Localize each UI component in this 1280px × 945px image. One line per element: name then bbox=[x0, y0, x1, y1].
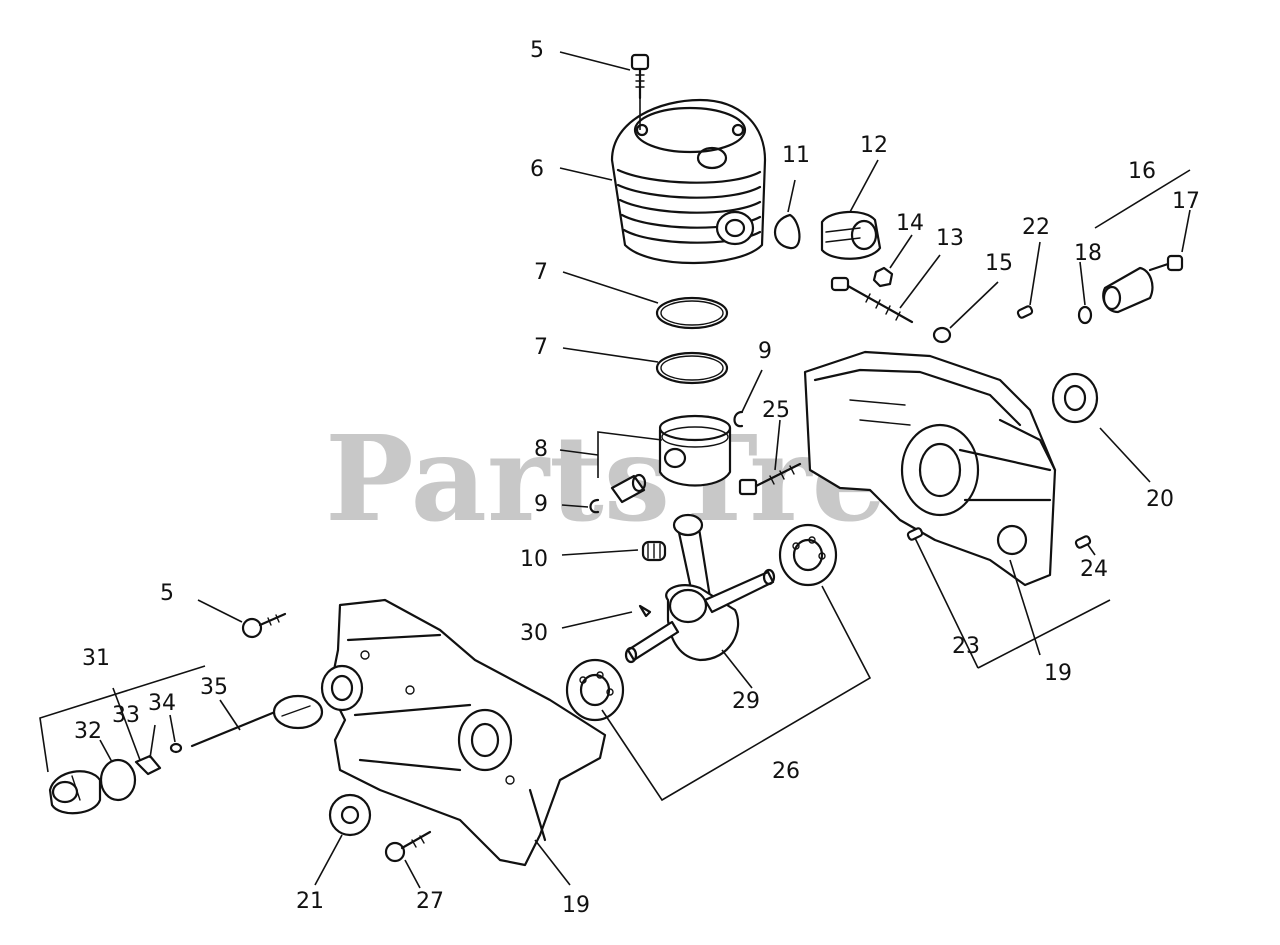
label-21: 21 bbox=[296, 889, 324, 914]
adjust-screw-13 bbox=[830, 276, 914, 324]
label-23: 23 bbox=[952, 634, 980, 659]
label-9b: 9 bbox=[534, 492, 548, 517]
label-16: 16 bbox=[1128, 159, 1156, 184]
oil-seal-20 bbox=[1051, 372, 1099, 424]
label-7a: 7 bbox=[534, 260, 548, 285]
circlip-right bbox=[733, 410, 744, 428]
crankshaft-part bbox=[624, 513, 776, 664]
label-7b: 7 bbox=[534, 335, 548, 360]
label-14: 14 bbox=[896, 211, 924, 236]
intake-manifold-part bbox=[820, 210, 882, 260]
label-11: 11 bbox=[782, 143, 810, 168]
bracket-31 bbox=[39, 665, 206, 773]
part-33 bbox=[134, 754, 162, 776]
bearing-upper bbox=[778, 523, 838, 587]
label-24: 24 bbox=[1080, 557, 1108, 582]
label-18: 18 bbox=[1074, 241, 1102, 266]
needle-bearing bbox=[641, 540, 667, 562]
nut-14 bbox=[872, 266, 894, 288]
label-10: 10 bbox=[520, 547, 548, 572]
bolt-part-25 bbox=[738, 462, 802, 496]
cylinder-part bbox=[610, 98, 767, 265]
crankcase-right bbox=[803, 350, 1057, 587]
part-34 bbox=[169, 742, 183, 754]
oil-cap-31 bbox=[48, 770, 102, 815]
dowel-22 bbox=[1016, 305, 1034, 319]
dowel-23 bbox=[906, 527, 924, 541]
o-ring-32 bbox=[99, 758, 137, 802]
label-22: 22 bbox=[1022, 215, 1050, 240]
circlip-11 bbox=[774, 213, 801, 250]
label-19a: 19 bbox=[1044, 661, 1072, 686]
label-30: 30 bbox=[520, 621, 548, 646]
label-12: 12 bbox=[860, 133, 888, 158]
label-32: 32 bbox=[74, 719, 102, 744]
cover-part-16 bbox=[1102, 266, 1154, 314]
label-9a: 9 bbox=[758, 339, 772, 364]
label-27: 27 bbox=[416, 889, 444, 914]
part-labels: 5 6 7 7 8 9 9 10 11 12 13 14 15 16 17 18… bbox=[74, 38, 1200, 918]
piston-ring-lower bbox=[655, 351, 729, 385]
washer-15 bbox=[932, 326, 952, 344]
label-34: 34 bbox=[148, 691, 176, 716]
screw-27 bbox=[384, 830, 432, 863]
label-25: 25 bbox=[762, 398, 790, 423]
piston-pin bbox=[610, 473, 647, 504]
circlip-left bbox=[589, 498, 600, 514]
bolt-part-5b bbox=[241, 612, 287, 639]
bolt-part-5a bbox=[630, 53, 650, 130]
label-29: 29 bbox=[732, 689, 760, 714]
piston-part bbox=[658, 414, 732, 487]
piston-ring-upper bbox=[655, 296, 729, 330]
label-33: 33 bbox=[112, 703, 140, 728]
label-5b: 5 bbox=[160, 581, 174, 606]
bracket-26 bbox=[601, 585, 872, 802]
label-5a: 5 bbox=[530, 38, 544, 63]
label-35: 35 bbox=[200, 675, 228, 700]
washer-18 bbox=[1077, 305, 1093, 325]
strainer-35 bbox=[190, 694, 324, 748]
label-17: 17 bbox=[1172, 189, 1200, 214]
woodruff-key bbox=[638, 604, 652, 618]
screw-17 bbox=[1148, 254, 1184, 272]
label-8: 8 bbox=[534, 437, 548, 462]
gear-part-21 bbox=[328, 793, 372, 837]
dowel-24 bbox=[1074, 535, 1092, 549]
label-19b: 19 bbox=[562, 893, 590, 918]
label-15: 15 bbox=[985, 251, 1013, 276]
leader-lines bbox=[99, 51, 1191, 889]
label-6: 6 bbox=[530, 157, 544, 182]
label-13: 13 bbox=[936, 226, 964, 251]
bearing-lower bbox=[565, 658, 625, 722]
crankcase-left bbox=[320, 598, 607, 867]
label-26: 26 bbox=[772, 759, 800, 784]
label-31: 31 bbox=[82, 646, 110, 671]
label-20: 20 bbox=[1146, 487, 1174, 512]
